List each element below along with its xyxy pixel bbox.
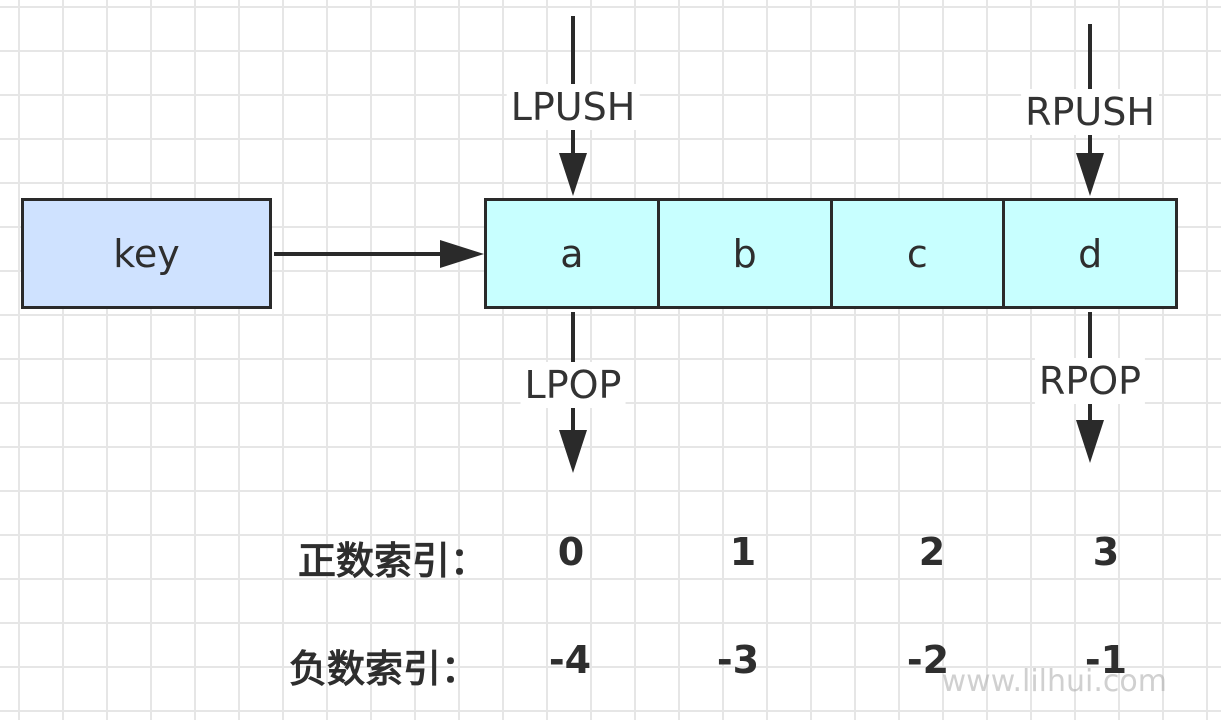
rpop-label: RPOP	[1034, 358, 1146, 404]
list-container: a b c d	[484, 198, 1178, 309]
list-item-label: c	[906, 231, 928, 276]
negative-index-value: -3	[716, 638, 760, 682]
list-item-label: d	[1078, 231, 1103, 276]
positive-index-value: 0	[557, 530, 585, 574]
lpush-label: LPUSH	[506, 84, 640, 130]
list-item-label: a	[560, 231, 584, 276]
rpop-arrowhead	[1076, 420, 1104, 463]
lpush-arrowhead	[559, 153, 587, 196]
key-to-list-arrowhead	[440, 240, 484, 268]
lpop-arrowhead	[559, 430, 587, 473]
list-item-label: b	[732, 231, 757, 276]
negative-index-value: -4	[548, 638, 592, 682]
key-box: key	[21, 198, 272, 309]
rpush-label: RPUSH	[1021, 89, 1159, 135]
positive-index-value: 2	[918, 530, 946, 574]
list-item: a	[487, 201, 660, 306]
list-item: d	[1005, 201, 1175, 306]
watermark: www.lilhui.com	[941, 664, 1167, 699]
positive-index-label: 正数索引：	[298, 539, 489, 583]
rpush-arrowhead	[1076, 153, 1104, 196]
lpop-label: LPOP	[520, 362, 626, 408]
list-item: b	[660, 201, 833, 306]
key-box-label: key	[113, 231, 180, 276]
list-item: c	[833, 201, 1006, 306]
positive-index-value: 3	[1092, 530, 1120, 574]
negative-index-value: -1	[1084, 638, 1128, 682]
positive-index-value: 1	[729, 530, 757, 574]
negative-index-value: -2	[906, 638, 950, 682]
negative-index-label: 负数索引：	[289, 647, 480, 691]
